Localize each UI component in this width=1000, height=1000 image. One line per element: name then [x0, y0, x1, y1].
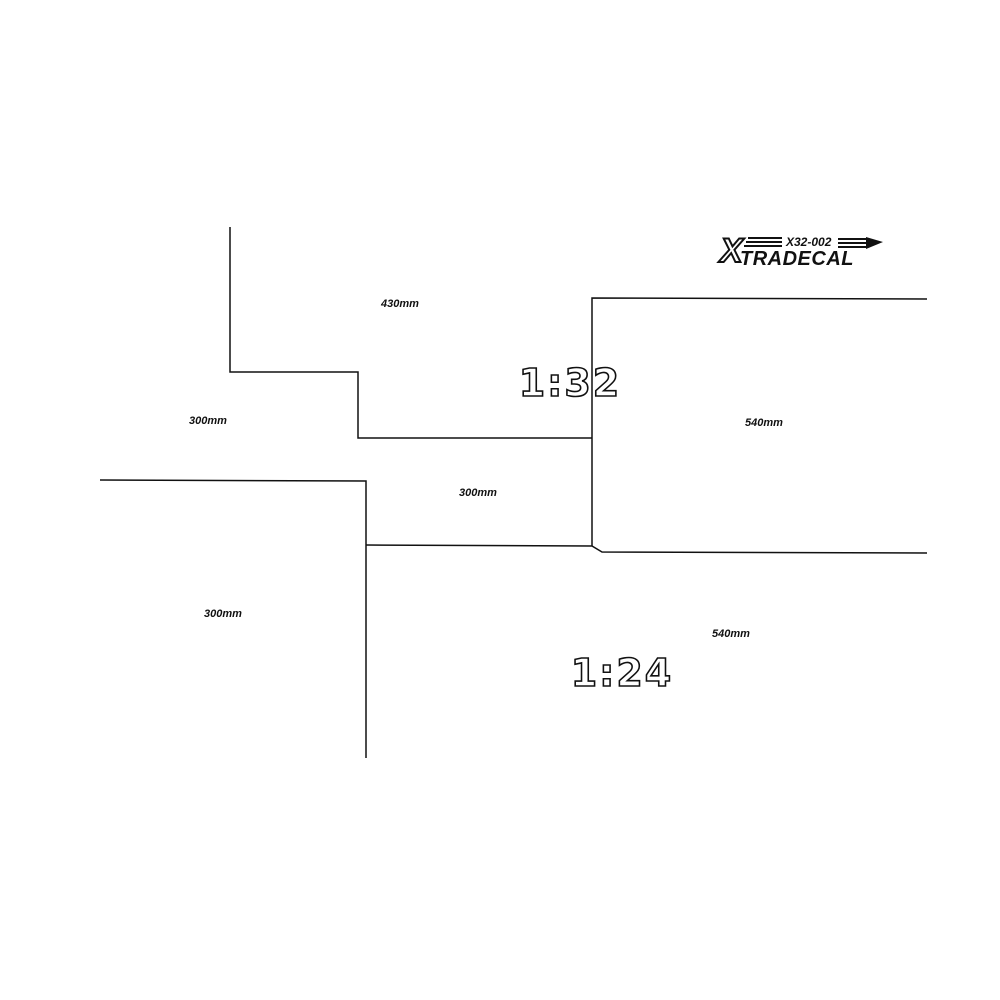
xtradecal-logo: X X32-002 TRADECAL	[718, 232, 888, 272]
dimension-label: 300mm	[189, 415, 227, 427]
logo-x: X	[719, 232, 744, 270]
center-bottom-outline	[365, 544, 928, 554]
product-code: X32-002	[786, 235, 832, 249]
dimension-label: 540mm	[712, 628, 750, 640]
dimension-label: 430mm	[381, 298, 419, 310]
dimension-label: 300mm	[459, 487, 497, 499]
upper-left-outline	[229, 227, 592, 439]
brand-name: TRADECAL	[740, 248, 854, 270]
lower-left-outline	[99, 479, 367, 758]
jet-arrow-icon	[744, 237, 883, 249]
dimension-label: 300mm	[204, 608, 242, 620]
scale-label-1-24: 1:24	[570, 650, 674, 696]
scale-label-1-32: 1:32	[518, 360, 622, 406]
right-panel-outline	[591, 297, 928, 546]
dimension-label: 540mm	[745, 417, 783, 429]
